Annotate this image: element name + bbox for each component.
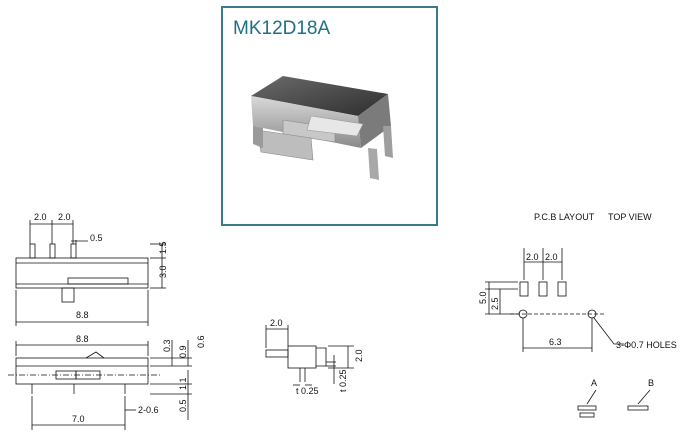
holes-label: 3-Φ0.7 HOLES — [616, 340, 677, 350]
pin-3 — [70, 243, 77, 259]
actuator-top — [61, 287, 75, 303]
dim-pcb-h50: 5.0 — [478, 291, 488, 304]
dim-pcb-p1: 2.0 — [526, 252, 539, 262]
dim-pcb-p2: 2.0 — [545, 252, 558, 262]
dim-pcb-w63: 6.3 — [549, 337, 562, 347]
pcb-pad-2 — [538, 281, 548, 297]
pcb-pad-1 — [519, 281, 529, 297]
dim-front-70: 7.0 — [72, 414, 85, 424]
dim-front-2-06: 2-0.6 — [138, 405, 159, 415]
dim-pcb-h25: 2.5 — [490, 297, 500, 310]
dim-front-03: 0.3 — [162, 339, 172, 352]
dim-top-pitch1: 2.0 — [34, 212, 47, 222]
product-photo-frame: MK12D18A — [221, 6, 438, 226]
pcb-layout-label: P.C.B LAYOUT — [534, 212, 595, 222]
top-view-body — [15, 257, 149, 289]
dim-side-t025b: t 0.25 — [338, 369, 348, 392]
dim-front-length: 8.8 — [76, 334, 89, 344]
dim-top-pin-w: 0.5 — [90, 233, 103, 243]
dim-side-w20: 2.0 — [270, 318, 283, 328]
dim-top-body-h: 3.0 — [158, 265, 168, 278]
dim-front-09: 0.9 — [178, 345, 188, 358]
top-view-label: TOP VIEW — [608, 212, 652, 222]
side-actuator — [265, 349, 289, 358]
front-view-body — [15, 357, 149, 385]
pin-1 — [29, 243, 36, 259]
dim-front-06: 0.6 — [196, 335, 206, 348]
model-title: MK12D18A — [233, 18, 331, 39]
pcb-pad-3 — [557, 281, 567, 297]
position-a-label: A — [591, 378, 597, 388]
dim-side-h20: 2.0 — [354, 349, 364, 362]
side-view-body — [287, 345, 317, 369]
dim-side-t025a: t 0.25 — [296, 386, 319, 396]
dim-top-pin-h: 1.5 — [158, 241, 168, 254]
dim-top-pitch2: 2.0 — [58, 212, 71, 222]
position-b-label: B — [648, 378, 654, 388]
dim-front-05: 0.5 — [178, 399, 188, 412]
pin-2 — [49, 243, 56, 259]
dim-front-11: 1.1 — [178, 377, 188, 390]
slider-track — [67, 277, 129, 285]
switch-photo — [251, 76, 393, 180]
dim-top-length: 8.8 — [76, 310, 89, 320]
